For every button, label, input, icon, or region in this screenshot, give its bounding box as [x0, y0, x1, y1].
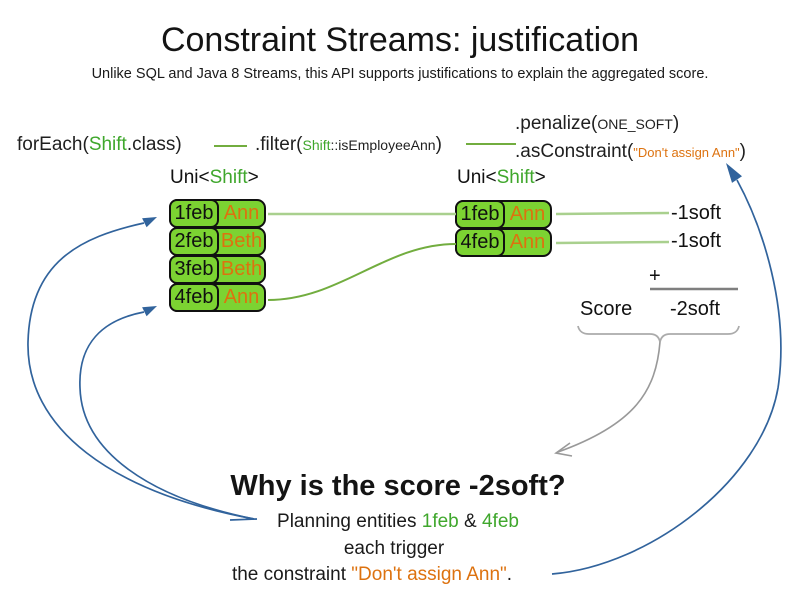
type-pre: Uni<: [457, 167, 497, 188]
match-curve-4feb: [267, 243, 457, 301]
penalty-label-1: -1soft: [671, 202, 722, 224]
score-value: -2soft: [670, 298, 721, 320]
code-filter-pre: .filter(: [255, 134, 303, 155]
score-brace: [577, 325, 740, 343]
code-filter-close: ): [435, 134, 442, 155]
why-arrow-head: [554, 442, 573, 457]
penalty-label-2: -1soft: [671, 230, 722, 252]
shift-date-cell: 4feb: [169, 283, 219, 312]
type-name: Shift: [209, 167, 248, 188]
penalty-line-1: [555, 211, 670, 216]
code-filter-arg: Shift: [302, 137, 331, 153]
table-row-1feb: 1feb Ann: [169, 199, 266, 228]
penalty-line-2: [555, 240, 670, 245]
right-shift-stream: 1feb Ann 4feb Ann: [455, 200, 552, 257]
line1-mid: &: [458, 511, 482, 532]
explanation-heading: Why is the score -2soft?: [230, 470, 566, 502]
code-foreach-arg: Shift: [88, 134, 127, 155]
score-label: Score: [580, 298, 633, 320]
line1-entity2: 4feb: [481, 511, 519, 532]
code-penalize-arg: ONE_SOFT: [597, 116, 673, 132]
type-post: >: [247, 167, 259, 188]
shift-employee-cell: Ann: [223, 202, 260, 224]
code-asconstraint-arg: "Don't assign Ann": [633, 145, 740, 160]
code-asconstraint: .asConstraint("Don't assign Ann"): [515, 140, 746, 164]
code-penalize-close: ): [672, 113, 680, 134]
entity-arrow-tail: [229, 518, 258, 521]
constraint-arrow-head: [726, 163, 742, 183]
line3-pre: the constraint: [231, 564, 352, 585]
table-row-4feb-filtered: 4feb Ann: [455, 228, 552, 257]
explanation-line2: each trigger: [343, 538, 445, 559]
entity-arrow-1feb-head: [142, 217, 157, 228]
shift-employee-cell: Ann: [509, 203, 546, 225]
table-row-2feb: 2feb Beth: [169, 227, 266, 256]
shift-date-cell: 1feb: [169, 199, 219, 228]
why-arrow-line: [557, 341, 661, 453]
left-shift-stream: 1feb Ann 2feb Beth 3feb Beth 4feb Ann: [169, 199, 266, 312]
entity-arrow-4feb-head: [142, 306, 157, 317]
constraint-arrow: [551, 179, 782, 575]
explanation-line1: Planning entities 1feb & 4feb: [277, 511, 519, 533]
code-filter: .filter(Shift::isEmployeeAnn): [255, 133, 442, 157]
shift-employee-cell: Beth: [220, 258, 263, 280]
shift-date-cell: 1feb: [455, 200, 505, 229]
code-filter-method: ::isEmployeeAnn: [330, 137, 436, 153]
code-foreach-post: .class): [126, 134, 182, 155]
shift-date-cell: 4feb: [455, 228, 505, 257]
left-stream-type-label: Uni<Shift>: [170, 167, 259, 189]
line1-pre: Planning entities: [277, 511, 422, 532]
table-row-4feb: 4feb Ann: [169, 283, 266, 312]
line3-constraint: "Don't assign Ann": [351, 564, 507, 585]
code-asconstraint-close: ): [739, 141, 746, 162]
shift-date-cell: 2feb: [169, 227, 219, 256]
code-penalize: .penalize(ONE_SOFT): [515, 112, 679, 136]
page-subtitle: Unlike SQL and Java 8 Streams, this API …: [91, 66, 709, 82]
code-asconstraint-pre: .asConstraint(: [515, 141, 634, 162]
line3-post: .: [506, 564, 513, 585]
shift-employee-cell: Ann: [223, 286, 260, 308]
shift-employee-cell: Beth: [220, 230, 263, 252]
type-pre: Uni<: [170, 167, 210, 188]
shift-employee-cell: Ann: [509, 231, 546, 253]
right-stream-type-label: Uni<Shift>: [457, 167, 546, 189]
page-title: Constraint Streams: justification: [160, 21, 640, 59]
table-row-1feb-filtered: 1feb Ann: [455, 200, 552, 229]
table-row-3feb: 3feb Beth: [169, 255, 266, 284]
code-penalize-pre: .penalize(: [515, 113, 598, 134]
entity-arrow-4feb: [79, 311, 255, 520]
type-name: Shift: [496, 167, 535, 188]
shift-date-cell: 3feb: [169, 255, 219, 284]
code-foreach: forEach(Shift.class): [17, 133, 182, 156]
plus-sign: +: [649, 265, 661, 287]
explanation-line3: the constraint "Don't assign Ann".: [232, 564, 512, 586]
code-foreach-pre: forEach(: [17, 134, 89, 155]
type-post: >: [534, 167, 546, 188]
line1-entity1: 1feb: [421, 511, 459, 532]
